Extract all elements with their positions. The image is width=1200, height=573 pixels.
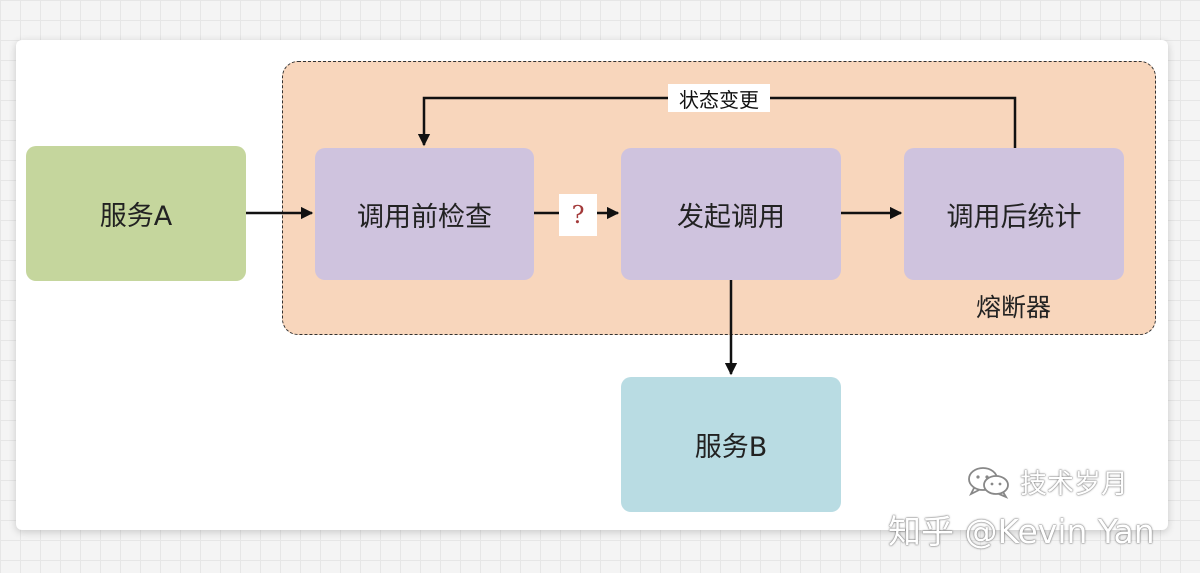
watermark-account: 技术岁月 <box>966 462 1128 501</box>
watermark-account-name: 技术岁月 <box>1020 469 1128 500</box>
service-b-node: 服务B <box>621 377 841 512</box>
wechat-icon <box>968 466 1009 499</box>
circuit-breaker-label: 熔断器 <box>976 293 1052 322</box>
state-change-label: 状态变更 <box>668 84 770 112</box>
service-a-node: 服务A <box>26 146 246 281</box>
invoke-call-node: 发起调用 <box>621 148 841 280</box>
pre-call-check-node: 调用前检查 <box>315 148 534 280</box>
watermark-brand: 知乎 @Kevin Yan <box>888 512 1155 551</box>
question-mark-label: ? <box>559 194 597 236</box>
post-call-stats-node: 调用后统计 <box>904 148 1124 280</box>
